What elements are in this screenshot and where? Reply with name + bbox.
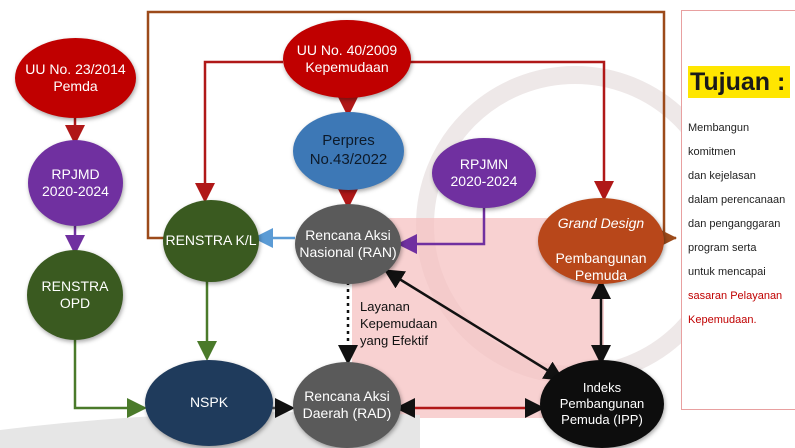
- arrow-uu40-to-grand: [410, 60, 614, 201]
- arrow-uu40-to-renstra: [195, 60, 283, 203]
- node-perpres: Perpres No.43/2022: [293, 112, 404, 190]
- tujuan-title: Tujuan :: [688, 66, 790, 98]
- node-nspk-label: NSPK: [189, 394, 229, 411]
- node-uu40-kepemudaan: UU No. 40/2009 Kepemudaan: [283, 20, 411, 98]
- node-renstra-kl-label: RENSTRA K/L: [165, 232, 257, 249]
- node-uu40-label: UU No. 40/2009 Kepemudaan: [296, 41, 398, 76]
- node-renstra-opd: RENSTRA OPD: [27, 250, 123, 340]
- node-rpjmn: RPJMN 2020-2024: [432, 138, 536, 208]
- tujuan-highlight-line: Kepemudaan.: [688, 314, 757, 326]
- node-ipp-label: Indeks Pembangunan Pemuda (IPP): [559, 379, 645, 428]
- node-ipp: Indeks Pembangunan Pemuda (IPP): [540, 360, 664, 448]
- node-rpjmd-label: RPJMD 2020-2024: [42, 165, 109, 200]
- tujuan-line: Membangun: [688, 122, 750, 134]
- tujuan-line: dan kejelasan: [688, 170, 756, 182]
- node-grand-design: Grand Design Pembangunan Pemuda: [538, 198, 664, 284]
- layanan-text: Layanan Kepemudaan yang Efektif: [360, 299, 438, 348]
- node-rad-label: Rencana Aksi Daerah (RAD): [302, 387, 392, 422]
- arrow-rpjmn-to-ran: [397, 206, 486, 254]
- node-grand-design-label: Pembangunan Pemuda: [555, 249, 647, 284]
- node-renstra-kl: RENSTRA K/L: [163, 200, 259, 282]
- tujuan-line: untuk mencapai: [688, 266, 766, 278]
- node-uu23-label: UU No. 23/2014 Pemda: [25, 60, 126, 95]
- node-ran-label: Rencana Aksi Nasional (RAN): [299, 226, 397, 261]
- tujuan-line: dan penganggaran: [688, 218, 781, 230]
- node-rpjmd: RPJMD 2020-2024: [28, 140, 123, 226]
- tujuan-highlight-line: sasaran Pelayanan: [688, 290, 783, 302]
- arrow-ran-ipp-diagonal: [383, 269, 565, 381]
- node-uu23-pemda: UU No. 23/2014 Pemda: [15, 38, 136, 118]
- node-rpjmn-label: RPJMN 2020-2024: [450, 155, 518, 190]
- tujuan-line: dalam perencanaan: [688, 194, 786, 206]
- node-grand-design-italic: Grand Design: [557, 214, 645, 231]
- node-grand-design-text: Grand Design Pembangunan Pemuda: [555, 197, 646, 285]
- node-renstra-opd-label: RENSTRA OPD: [41, 277, 109, 312]
- node-ran: Rencana Aksi Nasional (RAN): [295, 204, 401, 284]
- node-nspk: NSPK: [145, 360, 273, 446]
- tujuan-line: komitmen: [688, 146, 736, 158]
- arrow-opd-to-nspk: [73, 340, 147, 418]
- tujuan-line: program serta: [688, 242, 757, 254]
- tujuan-text: Membangun komitmen dan kejelasan dalam p…: [688, 116, 794, 332]
- node-rad: Rencana Aksi Daerah (RAD): [293, 362, 401, 448]
- node-perpres-label: Perpres No.43/2022: [309, 132, 388, 168]
